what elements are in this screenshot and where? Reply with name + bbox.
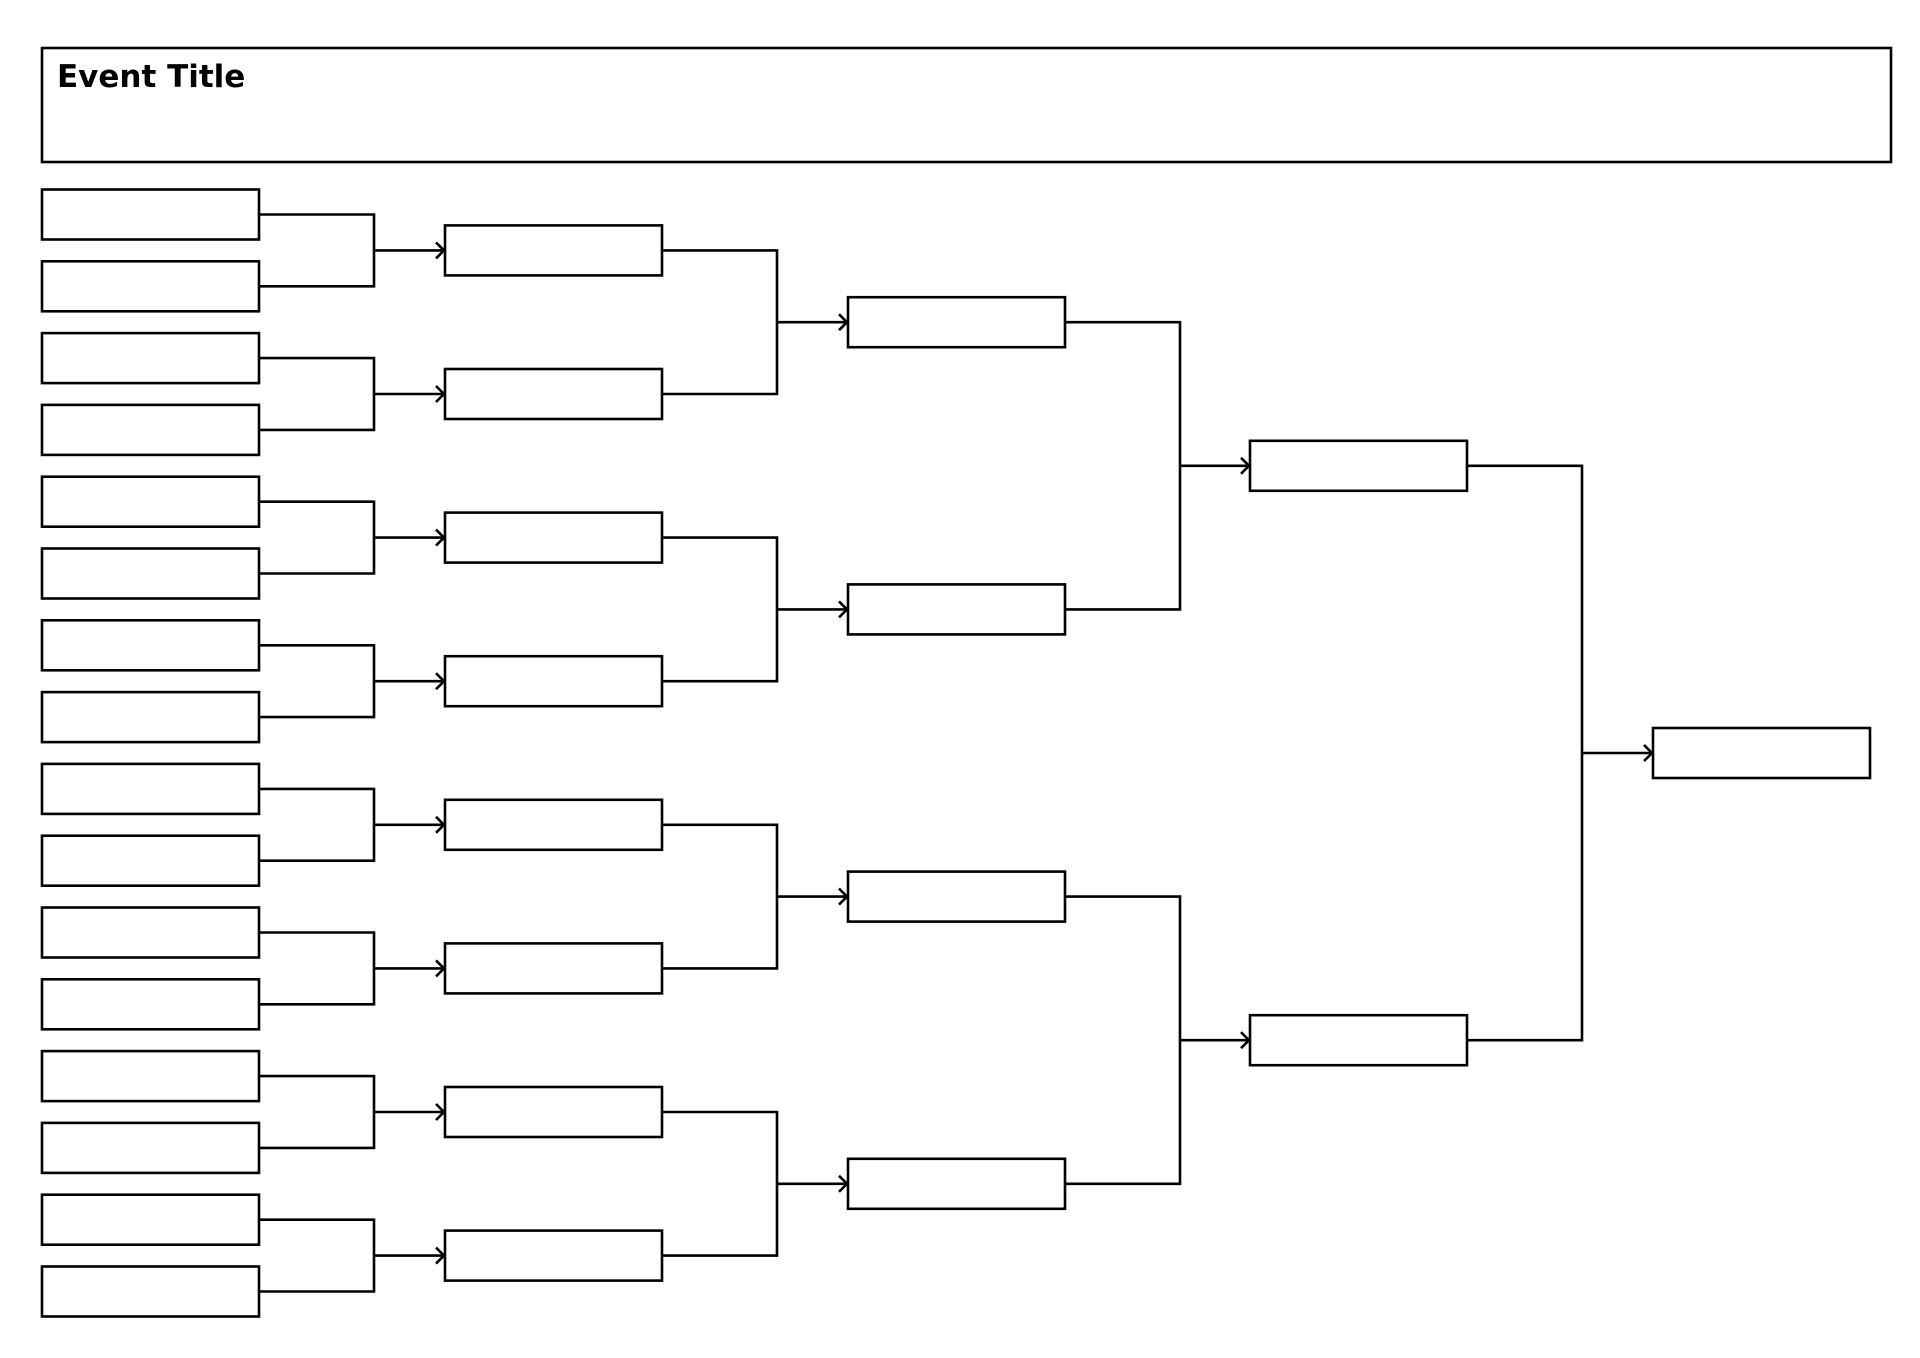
quarterfinal-slot[interactable] [846,295,1067,349]
round-1-slot[interactable] [40,906,261,959]
round-2-slot[interactable] [443,1229,664,1282]
slot-box[interactable] [40,1193,261,1246]
slot-box[interactable] [40,1121,261,1175]
slot-box[interactable] [40,331,261,385]
round-2-slot[interactable] [443,367,664,421]
semifinal-slot[interactable] [1248,1013,1469,1067]
round-1-slot[interactable] [40,977,261,1031]
slot-box[interactable] [846,583,1067,636]
round-1-slot[interactable] [40,188,261,241]
round-1-slot[interactable] [40,618,261,672]
bracket-slots [40,188,1872,1318]
slot-box[interactable] [443,224,664,277]
semifinal-slot[interactable] [1248,439,1469,493]
final-slot[interactable] [1651,726,1872,780]
connector-line [1065,895,1249,1186]
slot-box[interactable] [443,511,664,564]
connector-line [259,356,444,432]
round-1-slot[interactable] [40,762,261,816]
quarterfinal-slot[interactable] [846,870,1067,923]
round-1-slot[interactable] [40,1265,261,1318]
slot-box[interactable] [40,1265,261,1318]
connector-line [662,1110,847,1257]
connector-line [259,1218,444,1293]
slot-box[interactable] [1248,1013,1469,1067]
connector-line [259,1074,444,1150]
round-2-slot[interactable] [443,942,664,995]
event-title-box[interactable] [40,46,1893,164]
slot-box[interactable] [40,977,261,1031]
bracket-connectors [259,213,1654,1293]
round-2-slot[interactable] [443,224,664,277]
round-1-slot[interactable] [40,331,261,385]
round-1-slot[interactable] [40,1049,261,1103]
connector-line [259,644,444,719]
slot-box[interactable] [443,942,664,995]
slot-box[interactable] [1248,439,1469,493]
slot-box[interactable] [40,618,261,672]
slot-box[interactable] [40,906,261,959]
round-1-slot[interactable] [40,403,261,457]
slot-box[interactable] [40,547,261,600]
slot-box[interactable] [443,367,664,421]
slot-box[interactable] [443,1229,664,1282]
connector-line [1065,320,1249,611]
connector-line [259,213,444,288]
round-2-slot[interactable] [443,511,664,564]
round-1-slot[interactable] [40,1121,261,1175]
connector-line [662,536,847,683]
connector-line [662,823,847,970]
slot-box[interactable] [846,870,1067,923]
slot-box[interactable] [40,690,261,744]
slot-box[interactable] [40,834,261,888]
round-1-slot[interactable] [40,1193,261,1246]
event-title: Event Title [57,59,245,95]
slot-box[interactable] [1651,726,1872,780]
slot-box[interactable] [846,295,1067,349]
slot-box[interactable] [40,475,261,529]
round-2-slot[interactable] [443,798,664,852]
round-2-slot[interactable] [443,654,664,708]
slot-box[interactable] [443,1085,664,1139]
slot-box[interactable] [40,259,261,313]
connector-line [1467,464,1652,1042]
round-2-slot[interactable] [443,1085,664,1139]
slot-box[interactable] [40,1049,261,1103]
connector-line [662,249,847,396]
round-1-slot[interactable] [40,475,261,529]
round-1-slot[interactable] [40,547,261,600]
round-1-slot[interactable] [40,834,261,888]
quarterfinal-slot[interactable] [846,1157,1067,1211]
connector-line [259,931,444,1006]
quarterfinal-slot[interactable] [846,583,1067,636]
slot-box[interactable] [443,798,664,852]
slot-box[interactable] [846,1157,1067,1211]
round-1-slot[interactable] [40,259,261,313]
slot-box[interactable] [40,762,261,816]
connector-line [259,500,444,575]
slot-box[interactable] [443,654,664,708]
slot-box[interactable] [40,403,261,457]
connector-line [259,787,444,862]
round-1-slot[interactable] [40,690,261,744]
slot-box[interactable] [40,188,261,241]
